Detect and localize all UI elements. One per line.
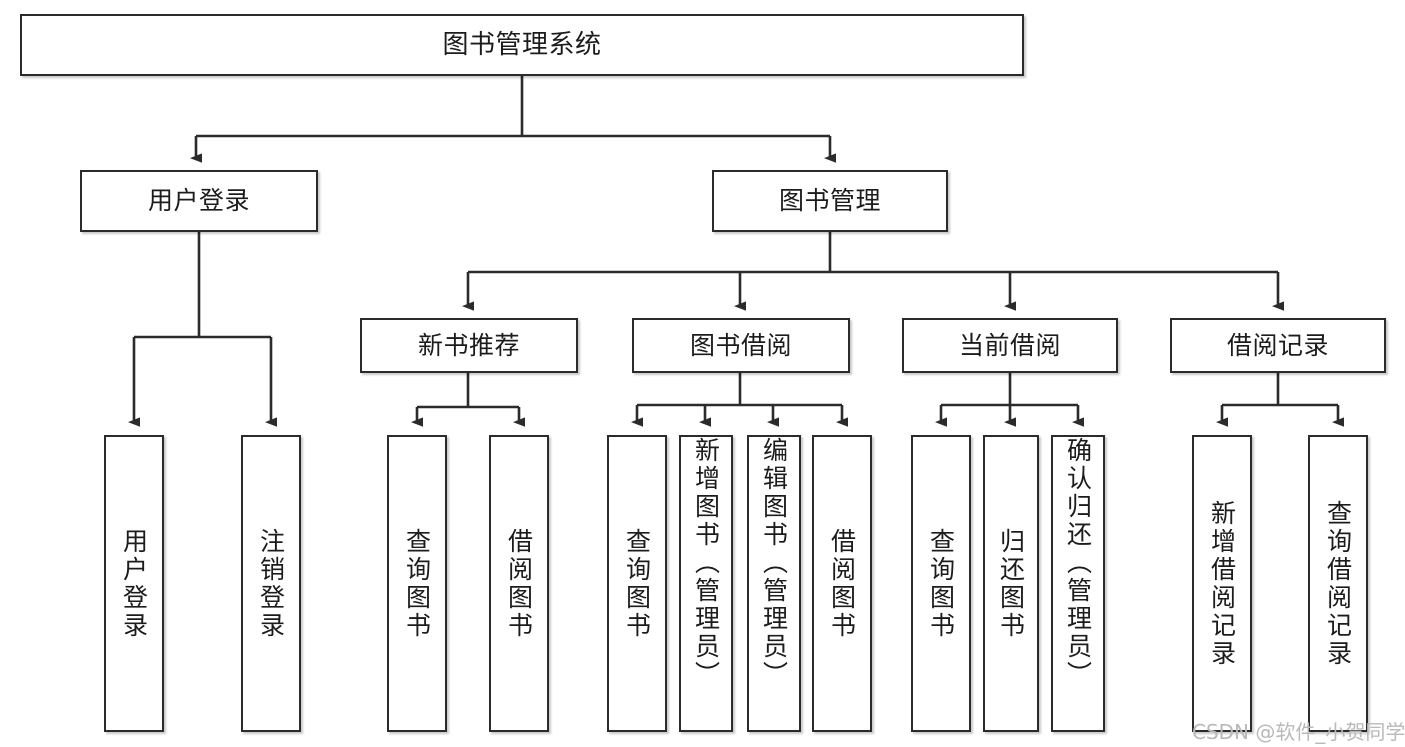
node-new-book-recommend[interactable]: 新书推荐 — [360, 318, 578, 373]
leaf-records-query-record[interactable]: 查询借阅记录 — [1308, 435, 1368, 732]
leaf-newbook-query-book[interactable]: 查询图书 — [387, 435, 447, 732]
node-book-borrow[interactable]: 图书借阅 — [632, 318, 850, 373]
leaf-current-query-book[interactable]: 查询图书 — [911, 435, 971, 732]
leaf-newbook-query-book-label: 查询图书 — [402, 527, 432, 640]
leaf-logout-label: 注销登录 — [256, 527, 286, 640]
node-current-borrow-label: 当前借阅 — [958, 330, 1061, 360]
leaf-borrow-query-book[interactable]: 查询图书 — [607, 435, 667, 732]
leaf-records-add-record[interactable]: 新增借阅记录 — [1192, 435, 1252, 732]
node-book-borrow-label: 图书借阅 — [689, 330, 792, 360]
leaf-borrow-borrow-book[interactable]: 借阅图书 — [812, 435, 872, 732]
node-user-login[interactable]: 用户登录 — [80, 170, 318, 232]
node-root-label: 图书管理系统 — [442, 29, 602, 60]
leaf-borrow-borrow-book-label: 借阅图书 — [827, 527, 857, 640]
leaf-newbook-borrow-book-label: 借阅图书 — [504, 527, 534, 640]
node-book-management[interactable]: 图书管理 — [712, 170, 948, 232]
leaf-current-return-book[interactable]: 归还图书 — [983, 435, 1039, 732]
leaf-records-query-record-label: 查询借阅记录 — [1323, 499, 1353, 668]
node-user-login-label: 用户登录 — [147, 186, 250, 216]
leaf-current-query-book-label: 查询图书 — [926, 527, 956, 640]
leaf-borrow-edit-book-admin[interactable]: 编辑图书（管理员） — [747, 435, 801, 732]
leaf-user-login-label: 用户登录 — [119, 527, 149, 640]
leaf-borrow-edit-book-admin-label: 编辑图书（管理员） — [759, 437, 789, 689]
node-new-book-recommend-label: 新书推荐 — [417, 330, 520, 360]
csdn-watermark-text: CSDN @软件_小贺同学 — [1192, 720, 1405, 744]
leaf-user-login[interactable]: 用户登录 — [104, 435, 164, 732]
leaf-records-add-record-label: 新增借阅记录 — [1207, 499, 1237, 668]
leaf-borrow-query-book-label: 查询图书 — [622, 527, 652, 640]
csdn-watermark: CSDN @软件_小贺同学 — [1192, 716, 1405, 745]
node-root[interactable]: 图书管理系统 — [20, 14, 1024, 76]
node-current-borrow[interactable]: 当前借阅 — [902, 318, 1118, 373]
leaf-logout[interactable]: 注销登录 — [241, 435, 301, 732]
leaf-current-confirm-return-admin[interactable]: 确认归还（管理员） — [1051, 435, 1105, 732]
node-borrow-records-label: 借阅记录 — [1226, 330, 1329, 360]
leaf-current-confirm-return-admin-label: 确认归还（管理员） — [1063, 437, 1093, 689]
node-book-management-label: 图书管理 — [778, 186, 881, 216]
leaf-borrow-add-book-admin[interactable]: 新增图书（管理员） — [679, 435, 733, 732]
leaf-borrow-add-book-admin-label: 新增图书（管理员） — [691, 437, 721, 689]
leaf-newbook-borrow-book[interactable]: 借阅图书 — [489, 435, 549, 732]
node-borrow-records[interactable]: 借阅记录 — [1170, 318, 1386, 373]
leaf-current-return-book-label: 归还图书 — [996, 527, 1026, 640]
